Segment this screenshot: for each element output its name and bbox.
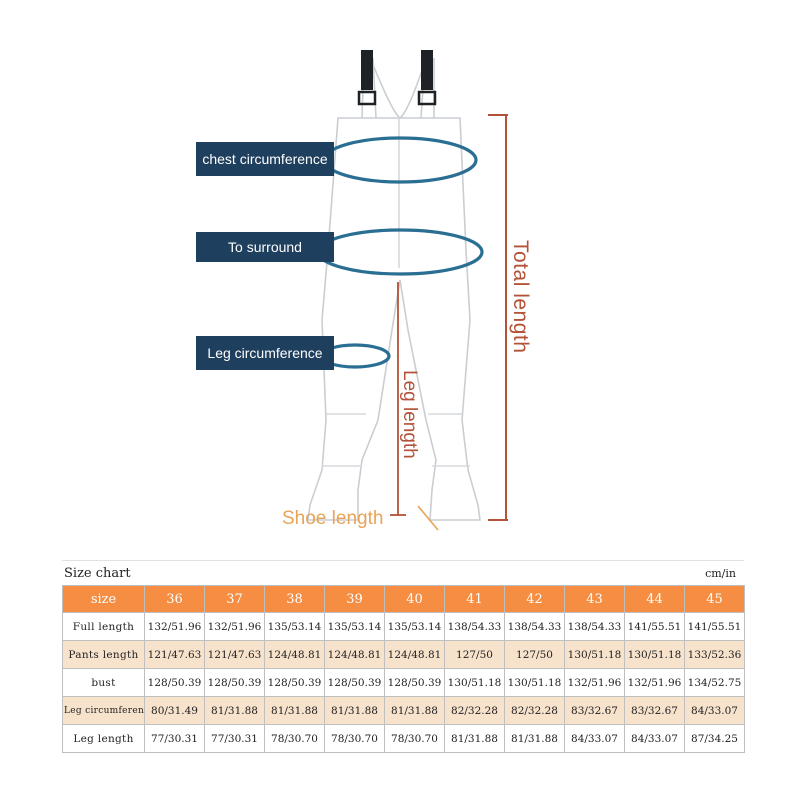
size-header-row: size 36 37 38 39 40 41 42 43 44 45 <box>62 585 745 613</box>
table-cell: 84/33.07 <box>624 724 685 753</box>
table-cell: 141/55.51 <box>684 612 745 641</box>
chest-circumference-label: chest circumference <box>196 142 334 176</box>
waist-ring <box>316 228 484 276</box>
row-label: Leg circumference <box>62 696 145 725</box>
row-label: Pants length <box>62 640 145 669</box>
table-cell: 87/34.25 <box>684 724 745 753</box>
table-cell: 128/50.39 <box>384 668 445 697</box>
table-cell: 128/50.39 <box>264 668 325 697</box>
table-cell: 81/31.88 <box>444 724 505 753</box>
table-cell: 80/31.49 <box>144 696 205 725</box>
table-cell: 132/51.96 <box>564 668 625 697</box>
size-chart-unit: cm/in <box>705 566 736 580</box>
table-cell: 77/30.31 <box>204 724 265 753</box>
wader-illustration: chest circumference To surround Leg circ… <box>196 50 532 531</box>
table-cell: 83/32.67 <box>564 696 625 725</box>
table-cell: 81/31.88 <box>504 724 565 753</box>
shoe-length-line <box>417 505 439 531</box>
table-cell: 135/53.14 <box>384 612 445 641</box>
size-header-cell: 36 <box>144 585 205 613</box>
size-chart: Size chart cm/in size 36 37 38 39 40 41 … <box>62 560 745 753</box>
total-length-label: Total length <box>509 240 532 354</box>
table-cell: 138/54.33 <box>504 612 565 641</box>
table-cell: 78/30.70 <box>264 724 325 753</box>
row-label: bust <box>62 668 145 697</box>
size-header-cell: 41 <box>444 585 505 613</box>
table-cell: 135/53.14 <box>264 612 325 641</box>
table-cell: 81/31.88 <box>204 696 265 725</box>
table-cell: 138/54.33 <box>564 612 625 641</box>
wader-outline <box>307 117 481 521</box>
right-buckle <box>421 50 433 90</box>
size-header-cell: 39 <box>324 585 385 613</box>
table-cell: 82/32.28 <box>504 696 565 725</box>
size-header-cell: 37 <box>204 585 265 613</box>
row-label: Leg length <box>62 724 145 753</box>
table-cell: 84/33.07 <box>684 696 745 725</box>
table-cell: 84/33.07 <box>564 724 625 753</box>
shoe-length-label: Shoe length <box>282 508 384 529</box>
size-header-cell: 43 <box>564 585 625 613</box>
table-cell: 138/54.33 <box>444 612 505 641</box>
table-cell: 132/51.96 <box>624 668 685 697</box>
size-header-cell: 42 <box>504 585 565 613</box>
table-cell: 82/32.28 <box>444 696 505 725</box>
table-cell: 132/51.96 <box>144 612 205 641</box>
chest-ring <box>322 136 478 184</box>
table-cell: 130/51.18 <box>564 640 625 669</box>
leg-circumference-label: Leg circumference <box>196 336 334 370</box>
size-header-cell: 40 <box>384 585 445 613</box>
waist-circumference-label: To surround <box>196 232 334 262</box>
size-header-cell: 44 <box>624 585 685 613</box>
table-cell: 121/47.63 <box>144 640 205 669</box>
table-cell: 130/51.18 <box>624 640 685 669</box>
table-cell: 128/50.39 <box>144 668 205 697</box>
size-header-cell: 45 <box>684 585 745 613</box>
table-cell: 83/32.67 <box>624 696 685 725</box>
table-cell: 128/50.39 <box>324 668 385 697</box>
left-buckle <box>361 50 373 90</box>
table-cell: 127/50 <box>444 640 505 669</box>
size-header-label: size <box>62 585 145 613</box>
wader-drawing <box>307 50 508 531</box>
table-cell: 127/50 <box>504 640 565 669</box>
table-cell: 128/50.39 <box>204 668 265 697</box>
table-cell: 124/48.81 <box>264 640 325 669</box>
table-cell: 124/48.81 <box>384 640 445 669</box>
leg-length-label: Leg length <box>399 370 420 459</box>
table-cell: 124/48.81 <box>324 640 385 669</box>
table-cell: 121/47.63 <box>204 640 265 669</box>
size-header-cell: 38 <box>264 585 325 613</box>
table-cell: 78/30.70 <box>384 724 445 753</box>
table-cell: 130/51.18 <box>504 668 565 697</box>
table-cell: 81/31.88 <box>264 696 325 725</box>
table-cell: 135/53.14 <box>324 612 385 641</box>
table-cell: 81/31.88 <box>324 696 385 725</box>
table-cell: 133/52.36 <box>684 640 745 669</box>
table-cell: 141/55.51 <box>624 612 685 641</box>
table-cell: 134/52.75 <box>684 668 745 697</box>
table-cell: 77/30.31 <box>144 724 205 753</box>
size-chart-title: Size chart <box>64 565 131 581</box>
table-cell: 130/51.18 <box>444 668 505 697</box>
table-row: Leg circumference80/31.4981/31.8881/31.8… <box>62 696 745 725</box>
table-cell: 81/31.88 <box>384 696 445 725</box>
table-cell: 78/30.70 <box>324 724 385 753</box>
size-chart-header: Size chart cm/in <box>62 561 744 585</box>
table-cell: 132/51.96 <box>204 612 265 641</box>
row-label: Full length <box>62 612 145 641</box>
size-table: size 36 37 38 39 40 41 42 43 44 45 Full … <box>62 585 745 753</box>
